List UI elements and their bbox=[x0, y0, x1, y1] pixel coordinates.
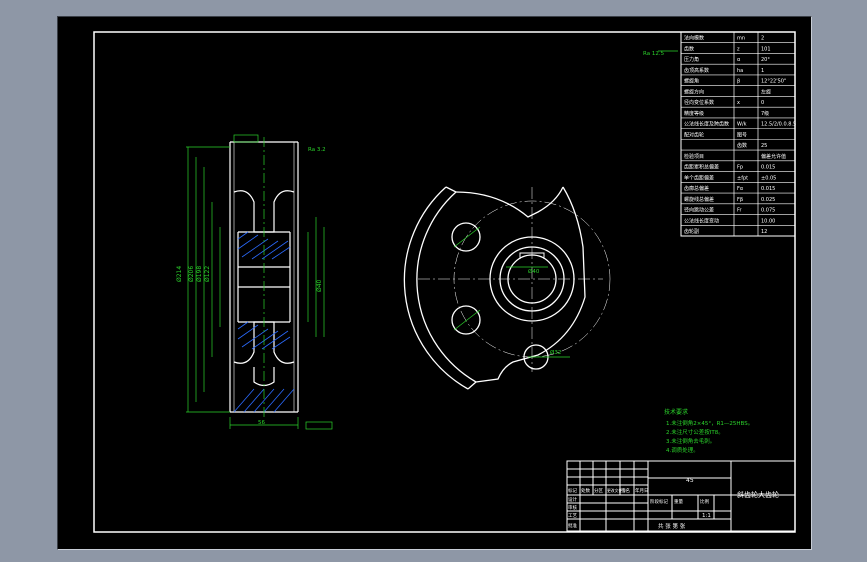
param-name: 螺旋方向 bbox=[684, 88, 704, 95]
tb-label: 批准 bbox=[568, 522, 577, 529]
param-symbol: 图号 bbox=[737, 132, 747, 138]
param-symbol: z bbox=[737, 46, 740, 52]
param-value: 0.025 bbox=[761, 197, 775, 203]
tb-label: 标记 bbox=[568, 487, 577, 494]
param-name: 齿距累积总偏差 bbox=[684, 164, 719, 171]
dim-label: Ø40 bbox=[316, 279, 323, 292]
param-symbol: Fα bbox=[737, 186, 744, 192]
param-name: 螺旋角 bbox=[684, 78, 699, 85]
param-value: 偏差允许值 bbox=[761, 153, 786, 160]
param-value: 12.5/2/0.0.8.5 bbox=[761, 122, 796, 128]
part-name: 斜齿轮大齿轮 bbox=[737, 490, 779, 499]
bore-dim-label: Ø40 bbox=[528, 268, 540, 275]
param-name: 螺旋线总偏差 bbox=[684, 196, 714, 203]
param-name: 齿轮副 bbox=[684, 228, 699, 235]
gear-drawing-canvas: Ø214 Ø206 Ø198 Ø122 Ø40 Ra 3.2 56 bbox=[93, 31, 796, 533]
param-value: 25 bbox=[761, 143, 767, 149]
roughness-note: Ra 12.5 bbox=[643, 51, 665, 57]
section-hatch bbox=[233, 231, 295, 413]
dim-label: Ø214 bbox=[176, 266, 183, 282]
param-name: 压力角 bbox=[684, 56, 699, 63]
param-value: 0 bbox=[761, 100, 764, 106]
param-value: 2 bbox=[761, 36, 764, 42]
sheet-count: 共 张 第 张 bbox=[658, 522, 686, 530]
param-name: 齿顶高系数 bbox=[684, 67, 709, 74]
param-name: 法向模数 bbox=[684, 35, 704, 42]
param-symbol: x bbox=[737, 100, 740, 106]
param-symbol: ±fpt bbox=[737, 175, 748, 181]
tech-req-line: 1.未注倒角2×45°，R1—25HBS。 bbox=[666, 419, 753, 427]
param-value: 20° bbox=[761, 57, 770, 63]
param-value: 0.015 bbox=[761, 186, 775, 192]
param-value: 1 bbox=[761, 68, 764, 74]
tb-label: 工艺 bbox=[568, 513, 577, 519]
tb-label: 年月日 bbox=[635, 487, 649, 494]
roughness-symbol: Ra 3.2 bbox=[308, 147, 326, 153]
tb-label: 分区 bbox=[594, 487, 603, 494]
param-value: 12°22'50" bbox=[761, 79, 786, 85]
param-value: 0.015 bbox=[761, 165, 775, 171]
front-view-dimensions bbox=[453, 50, 678, 358]
cad-viewport[interactable]: Ø214 Ø206 Ø198 Ø122 Ø40 Ra 3.2 56 bbox=[57, 16, 812, 550]
tech-req-title: 技术要求 bbox=[664, 408, 688, 416]
param-symbol: Fβ bbox=[737, 197, 743, 203]
param-symbol: β bbox=[737, 79, 740, 85]
param-value: 左旋 bbox=[761, 88, 771, 95]
dim-label: 56 bbox=[258, 420, 265, 426]
param-symbol: Fr bbox=[737, 208, 743, 214]
param-name: 齿廓总偏差 bbox=[684, 185, 709, 192]
tech-req-line: 4.调质处理。 bbox=[666, 446, 699, 454]
tech-req-line: 3.未注倒角去毛刺。 bbox=[666, 437, 715, 445]
param-name: 精度等级 bbox=[684, 110, 704, 117]
param-name: 齿数 bbox=[684, 45, 694, 52]
gear-parameter-table: 法向模数 mn 2 齿数 z 101 压力角 α 20° 齿顶高系数 ha 1 螺旋角 β 12°22'50… bbox=[680, 31, 796, 237]
param-value: ±0.05 bbox=[761, 175, 776, 181]
title-block bbox=[566, 460, 796, 532]
param-value: 10.00 bbox=[761, 218, 775, 224]
section-dimensions bbox=[186, 134, 333, 430]
drawing-border bbox=[93, 31, 796, 533]
tb-label: 审核 bbox=[568, 504, 577, 511]
param-name: 径向变位系数 bbox=[684, 99, 714, 106]
param-name: 检验项目 bbox=[684, 153, 704, 160]
tb-label: 比例 bbox=[700, 498, 709, 505]
param-symbol: ha bbox=[737, 68, 743, 74]
param-value: 101 bbox=[761, 46, 771, 52]
tb-label: 重量 bbox=[674, 498, 683, 505]
scale-value: 1:1 bbox=[702, 513, 711, 519]
tech-req-line: 2.未注尺寸公差按IT8。 bbox=[666, 428, 724, 436]
tb-label: 签名 bbox=[621, 487, 630, 494]
param-symbol: mn bbox=[737, 36, 745, 42]
front-view-centerlines bbox=[418, 187, 611, 372]
param-value: 12 bbox=[761, 229, 767, 235]
dim-label: Ø206 bbox=[188, 266, 195, 282]
tb-label: 更改文件号 bbox=[607, 488, 626, 493]
param-name: 配对齿轮 bbox=[684, 131, 704, 138]
param-value: 0.075 bbox=[761, 208, 775, 214]
technical-requirements: 技术要求 1.未注倒角2×45°，R1—25HBS。 2.未注尺寸公差按IT8。… bbox=[664, 408, 753, 454]
section-dim-labels: Ø214 Ø206 Ø198 Ø122 Ø40 Ra 3.2 56 bbox=[176, 147, 326, 426]
param-symbol: α bbox=[737, 57, 741, 63]
param-symbol: W/k bbox=[737, 122, 747, 128]
param-symbol: 齿数 bbox=[737, 142, 747, 149]
title-block-text: 45 斜齿轮大齿轮 1:1 共 张 第 张 标记 处数 分区 更改文件号 签名 … bbox=[568, 477, 779, 530]
param-name: 径向跳动公差 bbox=[684, 207, 714, 214]
tb-label: 设计 bbox=[568, 496, 577, 503]
front-view-labels: Ø40 Ø32 Ra 12.5 bbox=[528, 51, 665, 356]
material-label: 45 bbox=[686, 477, 694, 484]
dim-label: Ø198 bbox=[196, 266, 203, 282]
front-view bbox=[403, 186, 586, 390]
dim-label: Ø122 bbox=[204, 266, 211, 282]
hole-dim-label: Ø32 bbox=[550, 349, 561, 356]
param-name: 公法线长度变动 bbox=[684, 217, 719, 224]
param-name: 公法线长度及跨齿数 bbox=[684, 121, 729, 128]
tb-label: 处数 bbox=[581, 487, 590, 494]
param-value: 7级 bbox=[761, 110, 769, 117]
param-symbol: Fp bbox=[737, 165, 743, 171]
param-name: 单个齿距偏差 bbox=[684, 174, 714, 181]
tb-label: 阶段标记 bbox=[650, 498, 668, 505]
